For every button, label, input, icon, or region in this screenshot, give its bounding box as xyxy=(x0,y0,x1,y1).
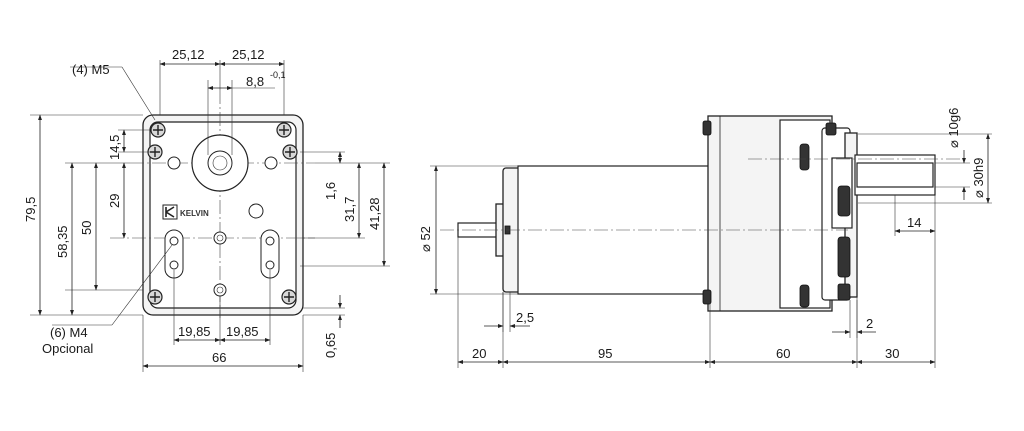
corner-screw-ml xyxy=(147,144,163,160)
gearbox-front-inner xyxy=(149,121,297,309)
dim-len-95: 95 xyxy=(598,346,612,361)
dim-shaft-tol: -0,1 xyxy=(270,70,286,80)
dim-len-30: 30 xyxy=(885,346,899,361)
dim-total-height: 79,5 xyxy=(23,197,38,222)
dim-shaft-large: ⌀ 30h9 xyxy=(971,158,986,198)
dim-bottom-left: 19,85 xyxy=(178,324,211,339)
m4-hole xyxy=(167,156,181,170)
dim-len-60: 60 xyxy=(776,346,790,361)
m4-hole xyxy=(264,156,278,170)
corner-screw-bl xyxy=(147,289,163,305)
brand-name: KELVIN xyxy=(180,209,209,218)
dim-right-1-6: 1,6 xyxy=(323,182,338,200)
vent-hole xyxy=(248,203,264,219)
dim-len-20: 20 xyxy=(472,346,486,361)
dim-shaft-offset: 8,8 xyxy=(246,74,264,89)
m4-hole xyxy=(213,283,227,297)
corner-screw-tr xyxy=(276,122,292,138)
dim-height-29: 29 xyxy=(107,194,122,208)
dim-shaft-key: 14 xyxy=(907,215,921,230)
m4-hole xyxy=(213,231,227,245)
corner-screw-mr xyxy=(282,144,298,160)
dim-right-41-28: 41,28 xyxy=(367,197,382,230)
dim-height-50: 50 xyxy=(79,221,94,235)
dim-shaft-small: ⌀ 10g6 xyxy=(946,108,961,148)
brand-logo: KELVIN xyxy=(162,204,209,220)
hole-callout: (6) M4 xyxy=(50,325,88,340)
dim-motor-dia: ⌀ 52 xyxy=(418,226,433,252)
dim-right-31-7: 31,7 xyxy=(342,197,357,222)
corner-screw-br xyxy=(281,289,297,305)
dim-bottom-offset: 0,65 xyxy=(323,333,338,358)
dim-corner-offset: 14,5 xyxy=(107,135,122,160)
dim-flange: 2 xyxy=(866,316,873,331)
dim-height-58: 58,35 xyxy=(55,225,70,258)
output-shaft xyxy=(207,150,233,176)
hole-note: Opcional xyxy=(42,341,93,356)
front-view: KELVIN (4) M5 (6) M4 Opcional 25,12 25,1… xyxy=(23,47,390,372)
side-view: ⌀ 52 ⌀ 10g6 ⌀ 30h9 14 2,5 2 xyxy=(418,108,992,368)
dim-bottom-right: 19,85 xyxy=(226,324,259,339)
dim-width: 66 xyxy=(212,350,226,365)
corner-screw-tl xyxy=(150,122,166,138)
dim-end-cap: 2,5 xyxy=(516,310,534,325)
dim-top-left: 25,12 xyxy=(172,47,205,62)
screw-callout: (4) M5 xyxy=(72,62,110,77)
dim-top-right: 25,12 xyxy=(232,47,265,62)
